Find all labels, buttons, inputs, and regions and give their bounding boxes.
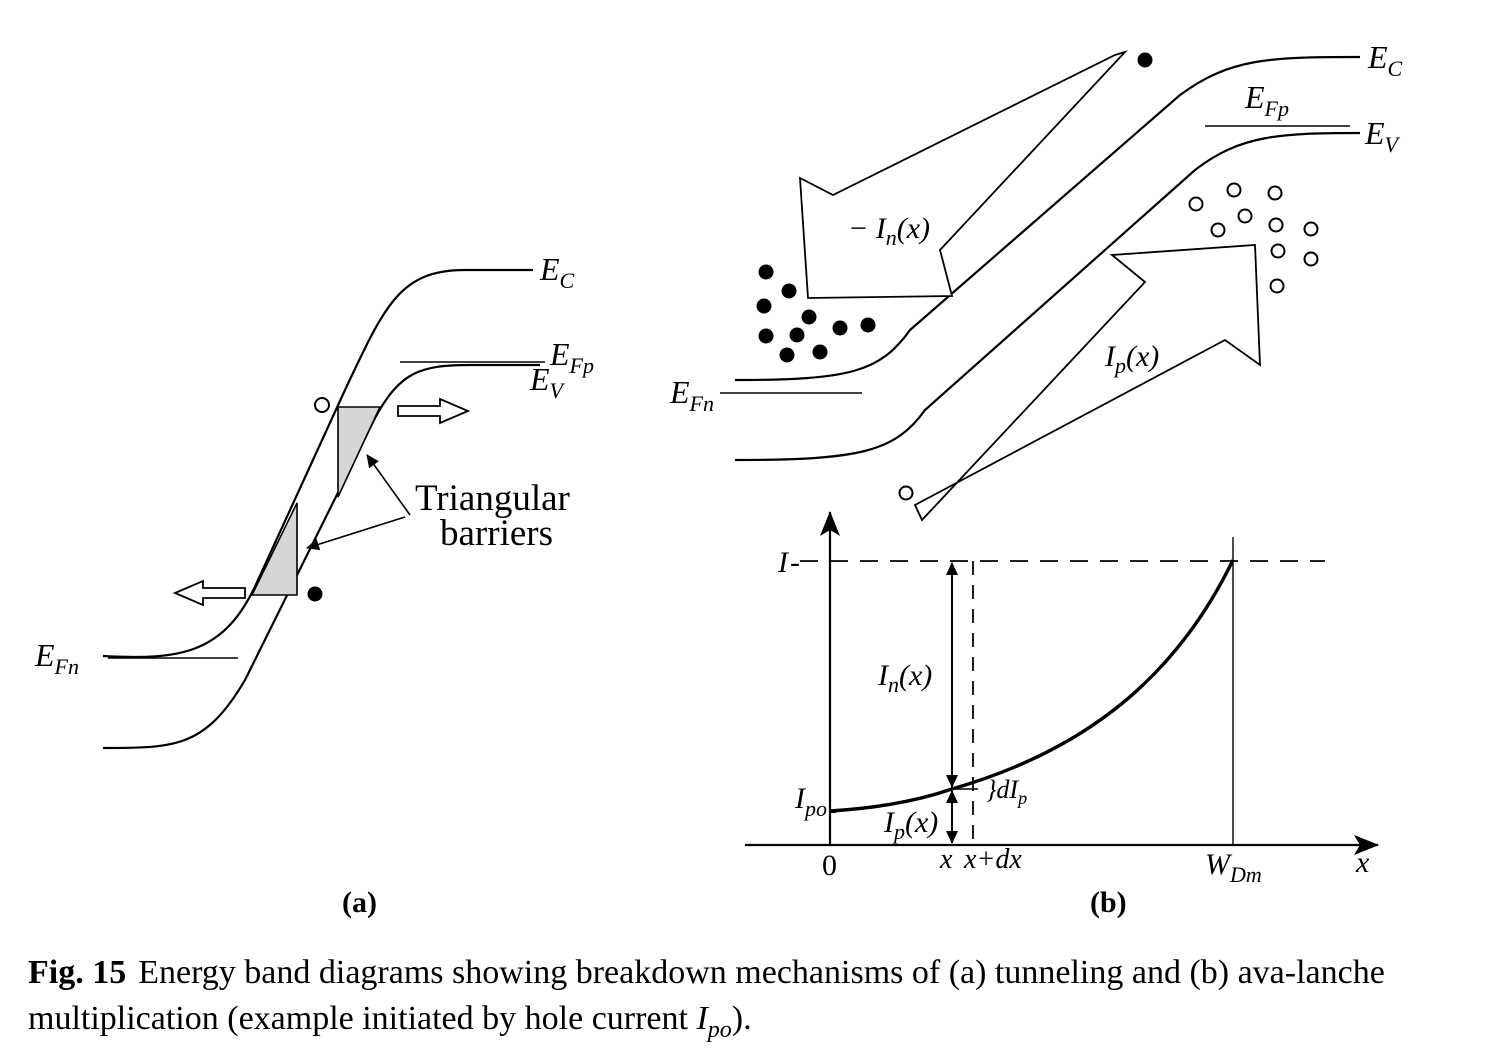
graph-y-tick-i: I (777, 546, 790, 579)
panel-b (720, 55, 1361, 462)
panel-b-electron-current-arrow (798, 50, 1128, 299)
panel-a-label: (a) (342, 886, 377, 919)
panel-b-valence-band (734, 131, 1361, 462)
panel-b-efn-label: EFn (669, 374, 714, 416)
caption-ipo: Ipo (696, 1000, 732, 1043)
panel-a-hollow-arrow-left (172, 579, 246, 607)
figure-canvas: EC EFp EV EFn Triangular barriers (a) (34, 39, 1403, 919)
graph-ip-label: Ip(x) (883, 806, 938, 844)
panel-a (102, 268, 545, 750)
graph-x-axis-label: x (1355, 846, 1370, 879)
panel-b-ec-label: EC (1367, 39, 1403, 81)
graph-y-tick-ipo: Ipo (794, 782, 827, 821)
panel-a-ec-label: EC (539, 251, 575, 293)
caption-end: ). (731, 1000, 752, 1037)
panel-a-annotation-line1: Triangular (415, 478, 570, 519)
panel-a-pointer-upper (366, 454, 411, 516)
panel-b-efp-label: EFp (1244, 79, 1289, 121)
graph-x-tick-xdx: x+dx (963, 844, 1022, 875)
graph-dip-label: }dIp (986, 775, 1027, 808)
panel-a-electron (307, 586, 323, 602)
panel-b-in-label: − In(x) (848, 212, 930, 250)
panel-a-pointer-lower (306, 516, 406, 551)
graph-ip-curve (829, 559, 1235, 813)
graph-y-tick-i-dash: - (790, 546, 800, 579)
panel-a-triangular-barrier-lower (250, 502, 298, 596)
panel-a-triangular-barrier-upper (337, 406, 382, 498)
panel-a-annotation-line2: barriers (440, 513, 553, 554)
panel-a-conduction-band (102, 268, 533, 659)
panel-b-ev-label: EV (1364, 115, 1401, 157)
panel-b-holes (898, 182, 1319, 501)
panel-a-efn-label: EFn (34, 637, 79, 679)
panel-a-hollow-arrow-right (397, 397, 471, 425)
panel-a-hole (314, 397, 330, 413)
panel-b-electrons (756, 52, 1153, 363)
graph-in-label: In(x) (877, 659, 932, 697)
graph-x-tick-wdm: WDm (1205, 848, 1262, 887)
graph-x-tick-0: 0 (822, 849, 837, 882)
panel-b-graph (745, 511, 1379, 855)
panel-b-hole-current-arrow (913, 244, 1261, 522)
graph-x-tick-x: x (939, 844, 953, 875)
caption-text: Energy band diagrams showing breakdown m… (28, 954, 1385, 1037)
panel-b-ip-label: Ip(x) (1104, 340, 1159, 378)
panel-b-conduction-band (734, 55, 1361, 382)
caption-label: Fig. 15 (28, 954, 127, 991)
panel-b-label: (b) (1090, 886, 1127, 919)
panel-a-ev-label: EV (529, 361, 566, 403)
panel-a-valence-band (102, 363, 540, 750)
panel-a-efp-label: EFp (549, 336, 594, 378)
